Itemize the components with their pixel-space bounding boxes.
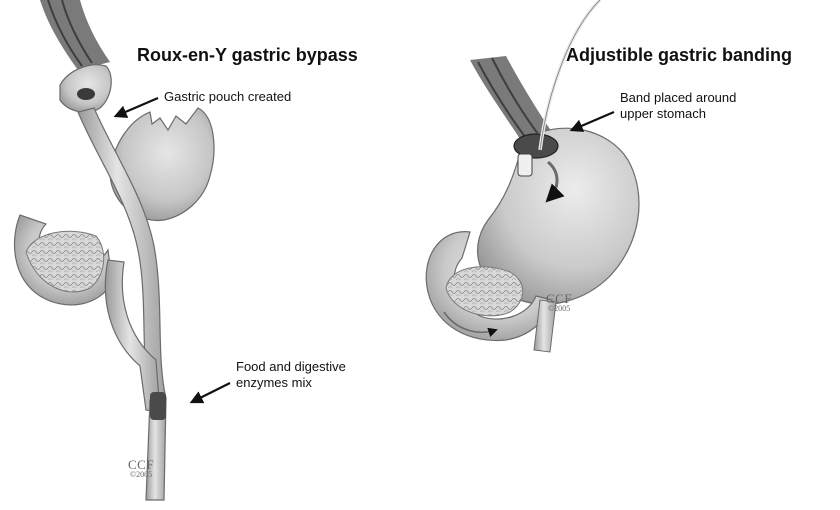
label-band-line2: upper stomach bbox=[620, 106, 706, 122]
watermark-left-year: ©2005 bbox=[128, 471, 154, 479]
label-food-mix-line1: Food and digestive bbox=[236, 359, 346, 375]
watermark-left: CCF ©2005 bbox=[128, 458, 154, 479]
watermark-right: CCF ©2005 bbox=[546, 292, 572, 313]
access-tube bbox=[540, 0, 600, 150]
duodenum-left bbox=[15, 215, 112, 305]
label-food-mix-line2: enzymes mix bbox=[236, 375, 312, 391]
watermark-right-year: ©2005 bbox=[546, 305, 572, 313]
label-gastric-pouch: Gastric pouch created bbox=[164, 89, 291, 105]
title-gastric-banding: Adjustible gastric banding bbox=[566, 45, 792, 66]
label-band-line1: Band placed around bbox=[620, 90, 736, 106]
title-roux-en-y: Roux-en-Y gastric bypass bbox=[137, 45, 358, 66]
gastric-pouch bbox=[60, 65, 111, 112]
esophagus-left bbox=[40, 0, 110, 70]
arrow-band bbox=[572, 112, 614, 130]
arrow-pouch bbox=[116, 98, 158, 116]
arrow-mix bbox=[192, 383, 230, 402]
